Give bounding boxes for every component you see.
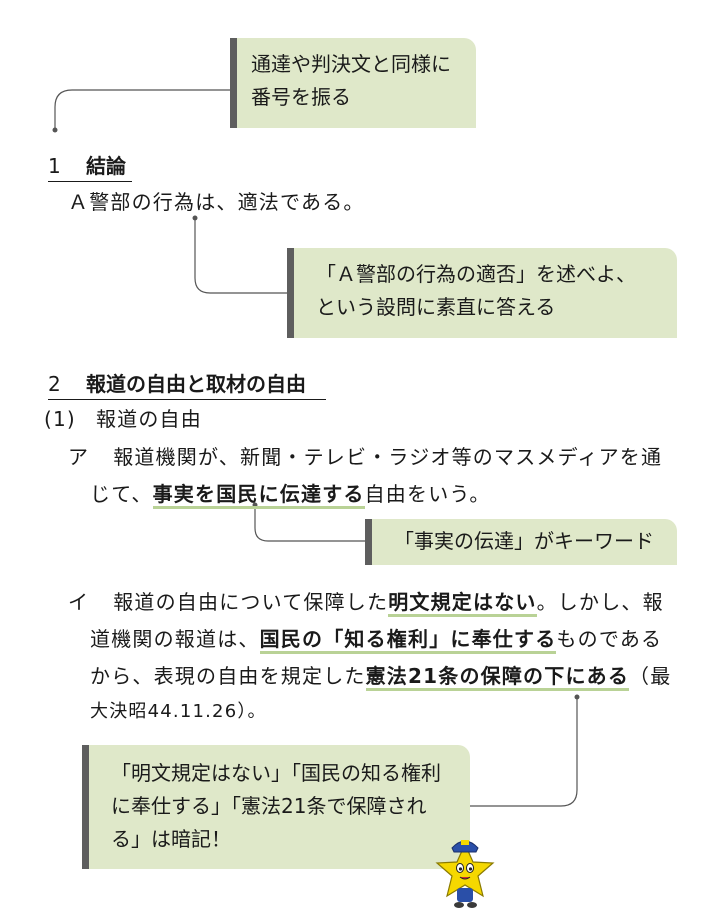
section2-heading: 2 報道の自由と取材の自由 xyxy=(48,368,326,400)
item-a-line1: ア報道機関が、新聞・テレビ・ラジオ等のマスメディアを通 xyxy=(68,445,663,469)
callout-question-line1: 「Ａ警部の行為の適否」を述べよ、 xyxy=(316,262,636,286)
item-a-marker: ア xyxy=(68,445,90,469)
callout-memorize-line1: 「明文規定はない」「国民の知る権利 xyxy=(111,761,441,785)
callout-numbering-line2: 番号を振る xyxy=(251,85,351,109)
keyword-fact-transmission: 事実を国民に伝達する xyxy=(152,482,365,509)
item-i-line1: イ報道の自由について保障した明文規定はない。しかし、報 xyxy=(68,586,664,617)
subsection1-heading: (1) 報道の自由 xyxy=(44,403,202,432)
section1-title: 結論 xyxy=(86,154,126,178)
section1-number: 1 xyxy=(48,154,61,178)
callout-numbering-line1: 通達や判決文と同様に xyxy=(251,52,451,76)
item-i-line2: 道機関の報道は、国民の「知る権利」に奉仕するものである xyxy=(90,623,662,654)
keyword-no-explicit-provision: 明文規定はない xyxy=(388,590,537,617)
callout-memorize-line3: る」は暗記！ xyxy=(111,827,231,851)
item-a-line2: じて、事実を国民に伝達する自由をいう。 xyxy=(90,478,491,509)
item-i-line4: 大決昭44.11.26）。 xyxy=(90,701,267,722)
callout-numbering: 通達や判決文と同様に 番号を振る xyxy=(230,38,476,128)
section2-number: 2 xyxy=(48,372,61,396)
callout-question: 「Ａ警部の行為の適否」を述べよ、 という設問に素直に答える xyxy=(287,248,677,338)
keyword-right-to-know: 国民の「知る権利」に奉仕する xyxy=(259,627,557,654)
star-police-mascot-icon xyxy=(435,840,495,908)
section1-body: Ａ警部の行為は、適法である。 xyxy=(68,190,365,214)
callout-memorize-line2: に奉仕する」「憲法21条で保障され xyxy=(111,794,427,818)
callout-keyword: 「事実の伝達」がキーワード xyxy=(365,519,677,565)
callout-memorize: 「明文規定はない」「国民の知る権利 に奉仕する」「憲法21条で保障され る」は暗… xyxy=(82,745,470,869)
subsection1-marker: (1) xyxy=(44,407,76,431)
callout-question-line2: という設問に素直に答える xyxy=(316,295,556,319)
item-i-line3: から、表現の自由を規定した憲法21条の保障の下にある（最 xyxy=(90,660,671,691)
section2-title: 報道の自由と取材の自由 xyxy=(86,372,306,396)
item-i-marker: イ xyxy=(68,590,90,614)
keyword-article-21: 憲法21条の保障の下にある xyxy=(365,664,630,691)
section1-heading: 1 結論 xyxy=(48,150,132,182)
callout-keyword-text: 「事実の伝達」がキーワード xyxy=(394,529,654,553)
subsection1-title: 報道の自由 xyxy=(95,407,202,431)
